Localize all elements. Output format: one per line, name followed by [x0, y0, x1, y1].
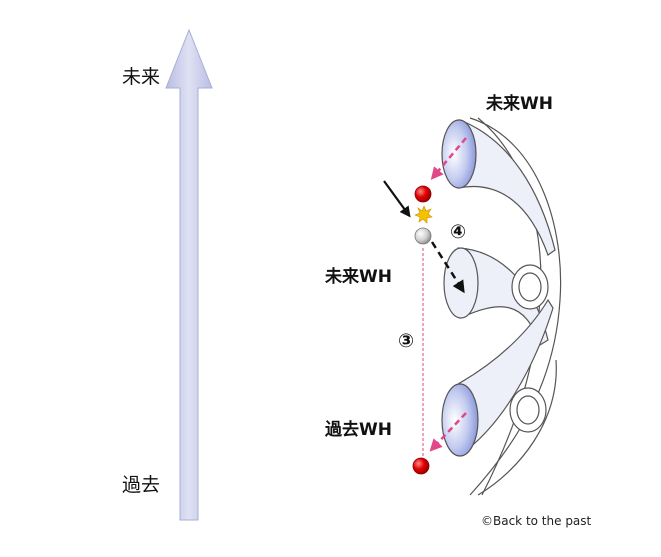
future-wormhole-top-mouth: [441, 119, 477, 189]
future-wormhole-mid-mouth: [443, 247, 479, 319]
future-axis-label: 未来: [122, 66, 161, 88]
future-wormhole-mid: [443, 247, 549, 346]
black-arrow-into-wormhole: [430, 241, 465, 294]
pink-arrow-bottom: [429, 412, 467, 452]
future-wh-mid-label: 未来WH: [325, 267, 392, 287]
red-ball-top: [414, 185, 432, 203]
copyright-text: ©Back to the past: [481, 514, 592, 528]
past-wormhole: [441, 298, 554, 457]
black-arrow-incoming: [383, 180, 411, 218]
wormhole-coils: [509, 264, 549, 433]
step3-label: ③: [398, 330, 415, 352]
past-axis-label: 過去: [122, 474, 161, 496]
time-axis-arrow: [165, 28, 213, 521]
past-wh-label: 過去WH: [325, 420, 392, 440]
past-wormhole-mouth: [441, 383, 479, 457]
pink-arrow-top: [430, 137, 467, 180]
future-wormhole-top: [441, 119, 556, 256]
future-wh-top-label: 未来WH: [486, 94, 553, 114]
red-ball-bottom: [412, 457, 430, 475]
step4-label: ④: [450, 221, 467, 243]
collision-spark-icon: [414, 205, 433, 224]
gray-ball: [414, 227, 432, 245]
